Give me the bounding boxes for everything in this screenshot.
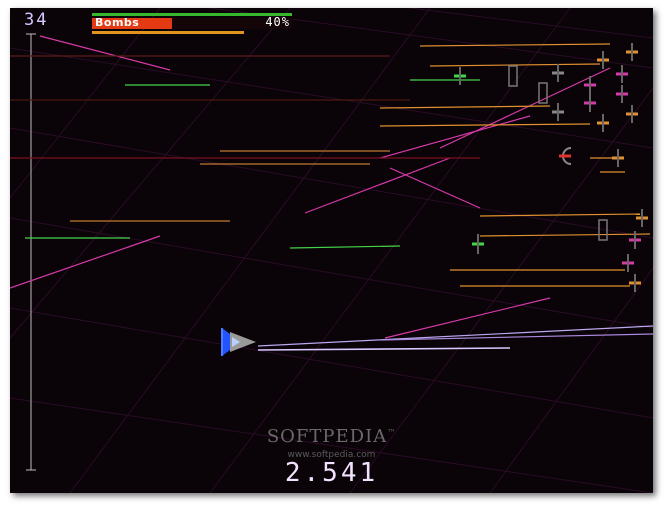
enemy-ship-icon <box>636 209 648 227</box>
bombs-meter: Bombs 40% <box>92 13 292 39</box>
watermark-trademark: ™ <box>387 428 397 437</box>
enemy-ship-icon <box>508 65 518 87</box>
laser-trails <box>10 35 653 351</box>
score-display: 2.541 <box>284 458 379 488</box>
energy-bar <box>92 31 244 34</box>
game-scene[interactable] <box>10 8 653 493</box>
enemy-ship-icon <box>598 219 608 241</box>
health-bar <box>92 13 292 16</box>
enemy-ship-icon <box>629 274 641 292</box>
enemy-ship-icon <box>616 65 628 83</box>
enemy-ships <box>454 43 648 292</box>
watermark-brand-text: SOFTPEDIA <box>266 426 388 447</box>
enemy-ship-icon <box>454 67 466 85</box>
watermark-url: www.softpedia.com <box>287 450 376 460</box>
level-counter: 34 <box>24 10 49 30</box>
enemy-ship-icon <box>629 231 641 249</box>
enemy-ship-icon <box>616 85 628 103</box>
enemy-ship-icon <box>584 76 596 94</box>
enemy-ship-icon <box>584 94 596 112</box>
background-grid <box>10 8 653 493</box>
bombs-bar-fill <box>92 18 172 29</box>
enemy-ship-icon <box>626 105 638 123</box>
enemy-ship-icon <box>622 254 634 272</box>
left-ruler <box>26 33 36 471</box>
player-ship-icon <box>221 328 256 356</box>
game-window[interactable]: 34 Bombs 40% SOFTPEDIA™ www.softpedia.co… <box>10 8 653 493</box>
enemy-ship-icon <box>612 149 624 167</box>
enemy-ship-icon <box>552 103 564 121</box>
enemy-ship-icon <box>472 234 484 254</box>
watermark-brand: SOFTPEDIA™ <box>10 426 653 447</box>
enemy-ship-icon <box>559 147 572 165</box>
enemy-ship-icon <box>626 43 638 61</box>
enemy-ship-icon <box>597 114 609 132</box>
enemy-ship-icon <box>552 64 564 82</box>
enemy-ship-icon <box>538 82 548 104</box>
enemy-ship-icon <box>597 51 609 69</box>
bombs-label: Bombs <box>95 16 140 29</box>
bombs-percent: 40% <box>265 15 290 29</box>
bombs-bar-track <box>92 18 292 29</box>
